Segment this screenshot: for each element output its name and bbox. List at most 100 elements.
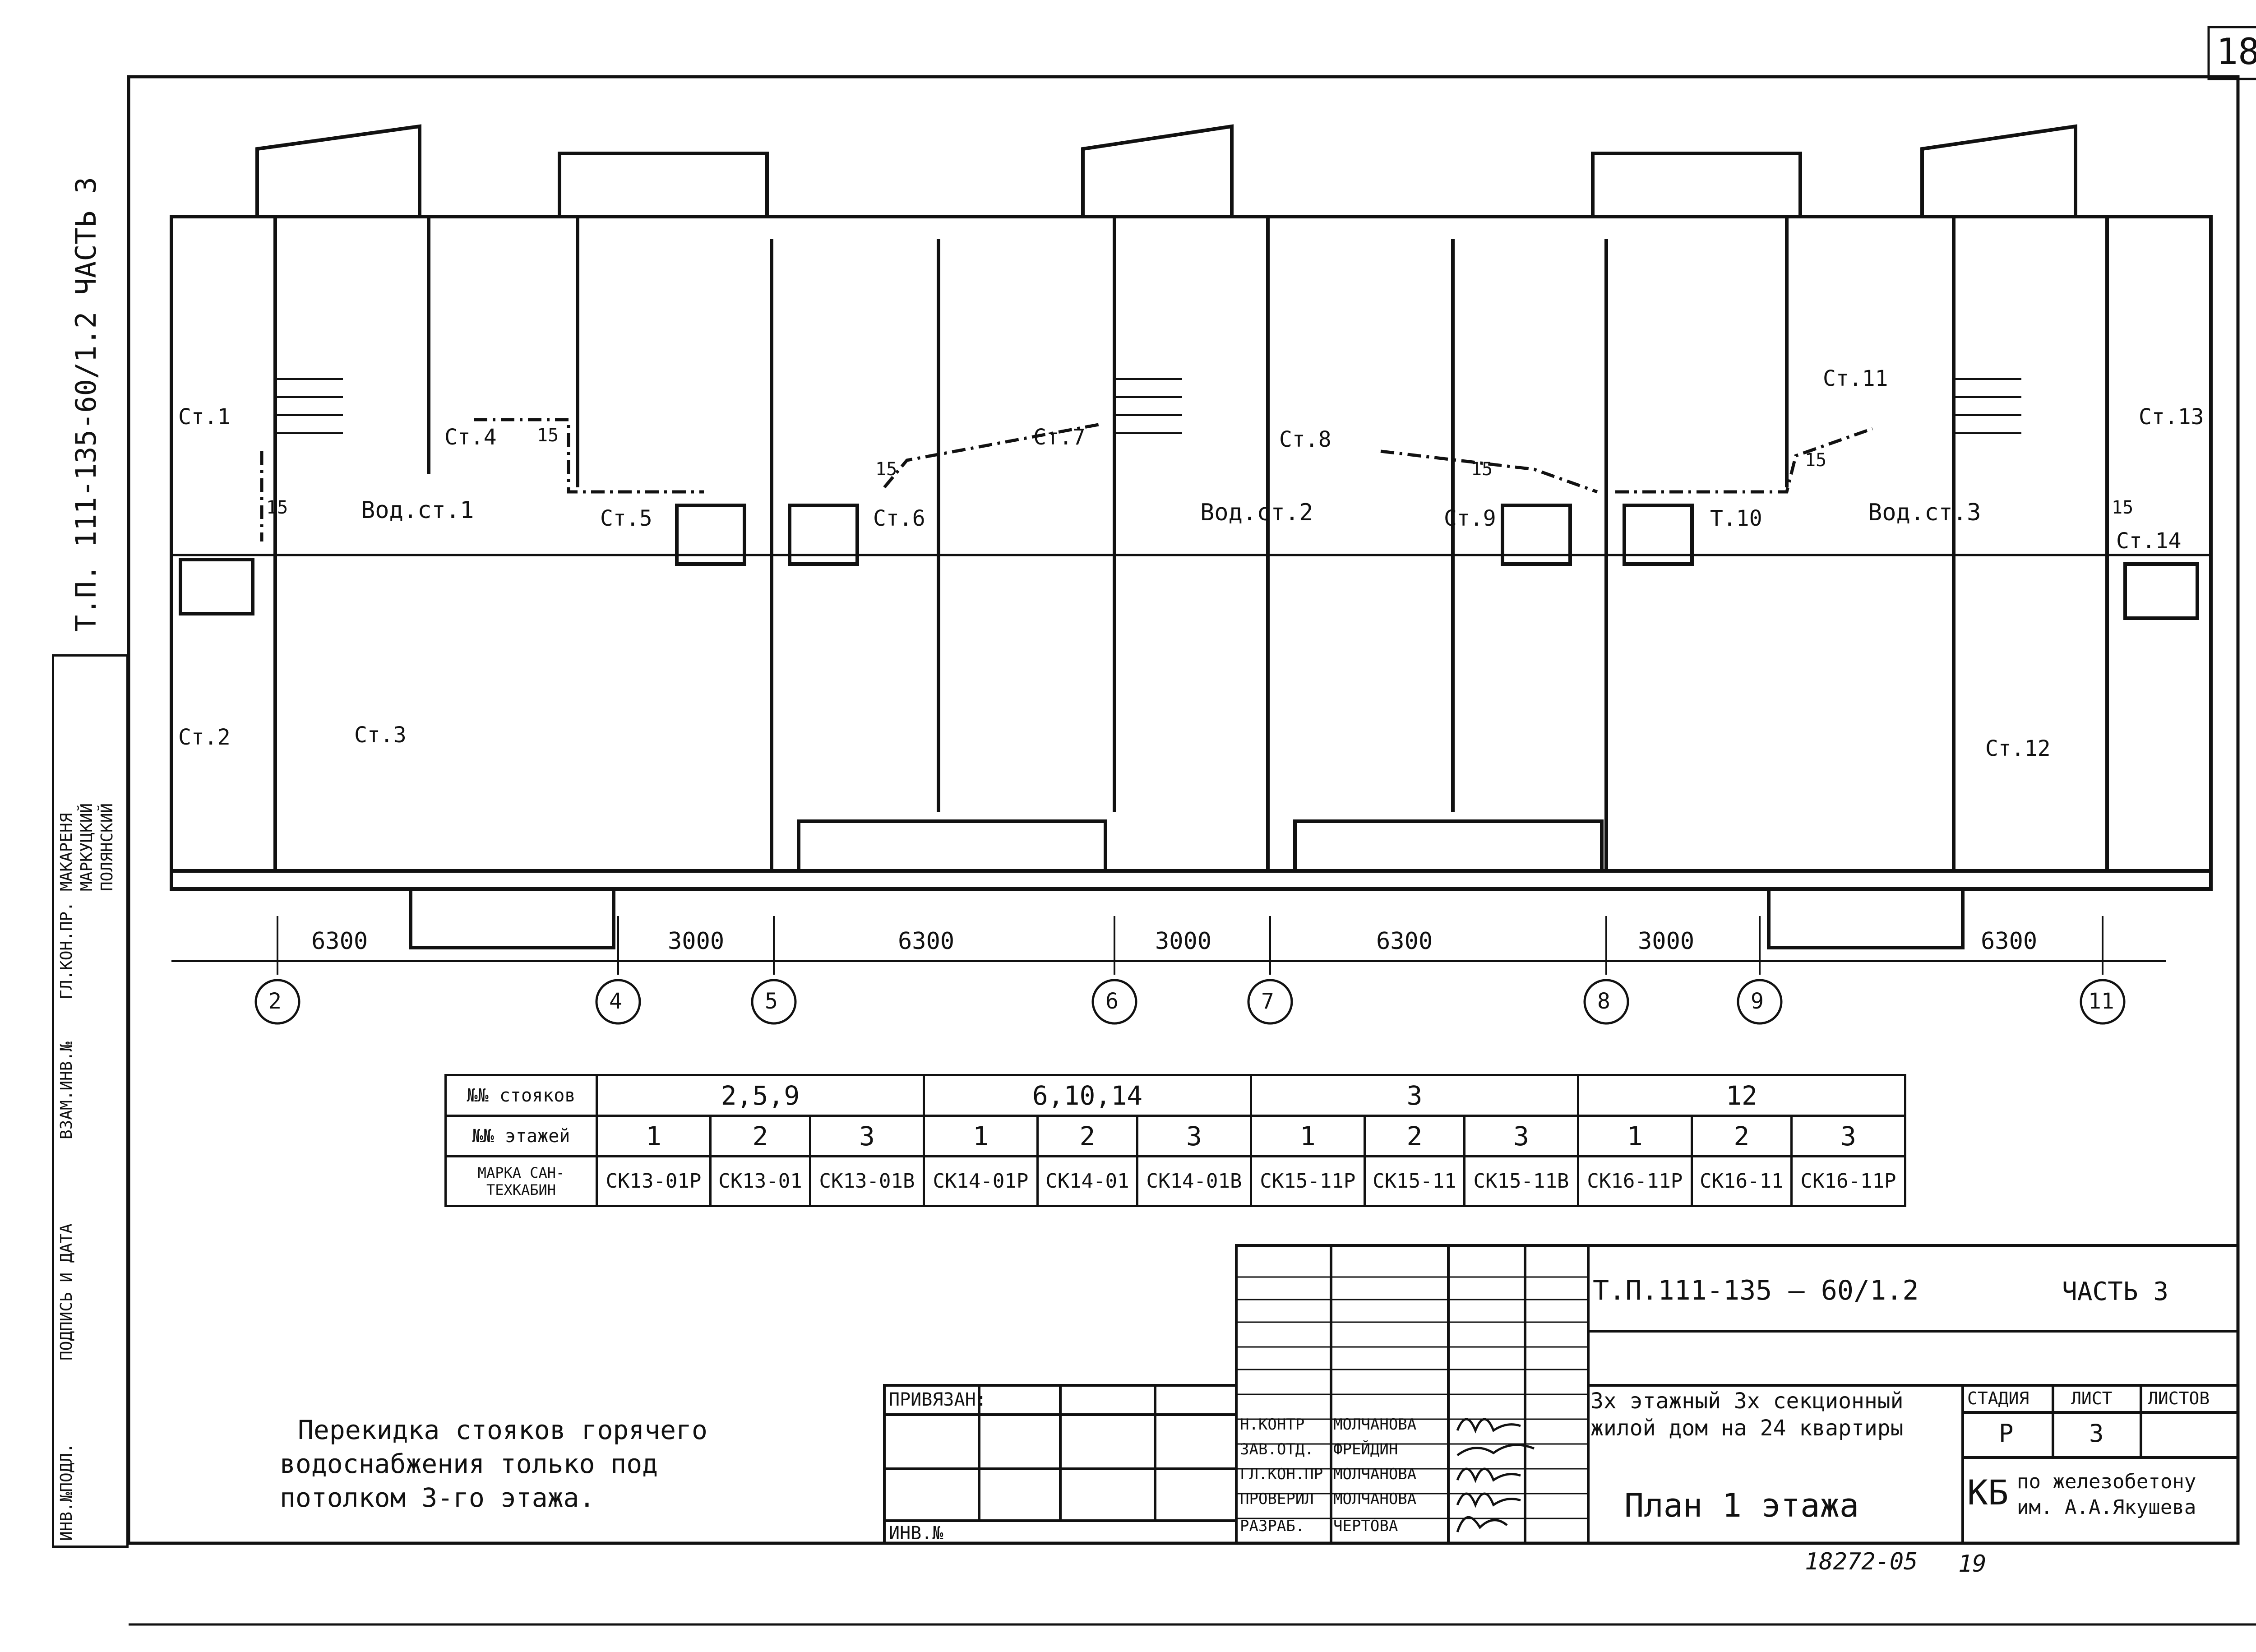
dimension: 6300 xyxy=(898,928,955,955)
axis-label: 2 xyxy=(268,989,282,1014)
note-line: водоснабжения только под xyxy=(280,1448,658,1479)
person-role: Н.КОНТР xyxy=(1240,1416,1305,1434)
axis-label: 9 xyxy=(1751,989,1764,1014)
mark-cell: СК14-01В xyxy=(1136,1155,1252,1207)
title-code: Т.П.111-135 — 60/1.2 xyxy=(1593,1275,1919,1306)
org-name: по железобетону им. А.А.Якушева xyxy=(2017,1470,2196,1519)
title-part: ЧАСТЬ 3 xyxy=(2062,1277,2169,1306)
dimension: 6300 xyxy=(1376,928,1433,955)
floor-cell: 1 xyxy=(922,1115,1039,1157)
pipe-mark: 15 xyxy=(2112,497,2134,518)
riser-label: Ст.1 xyxy=(178,404,231,430)
riser-label: Ст.6 xyxy=(873,506,925,531)
stage-header: СТАДИЯ xyxy=(1967,1388,2029,1408)
risers-cell: 3 xyxy=(1249,1074,1579,1117)
person-name: МОЛЧАНОВА xyxy=(1333,1490,1417,1508)
inv-label: ИНВ.№ xyxy=(889,1523,943,1544)
riser-label: Т.10 xyxy=(1710,506,1762,531)
riser-label: Ст.14 xyxy=(2116,528,2182,554)
floor-cell: 2 xyxy=(709,1115,812,1157)
dimension: 6300 xyxy=(311,928,368,955)
spec-table: №№ стояков 2,5,9 6,10,14 3 12 №№ этажей … xyxy=(444,1074,1907,1207)
floor-cell: 2 xyxy=(1036,1115,1139,1157)
axis-label: 5 xyxy=(765,989,778,1014)
riser-label: Ст.13 xyxy=(2139,404,2204,430)
mark-cell: СК13-01В xyxy=(809,1155,925,1207)
dimension: 3000 xyxy=(1638,928,1695,955)
mark-cell: СК13-01 xyxy=(709,1155,812,1207)
pipe-mark: 15 xyxy=(537,425,559,446)
floor-cell: 3 xyxy=(1790,1115,1907,1157)
floor-cell: 3 xyxy=(1463,1115,1579,1157)
floor-cell: 2 xyxy=(1363,1115,1466,1157)
row-header: №№ стояков xyxy=(444,1074,598,1117)
axis-label: 6 xyxy=(1105,989,1119,1014)
riser-label: Ст.8 xyxy=(1279,427,1331,452)
row-header: №№ этажей xyxy=(444,1115,598,1157)
lists-header: ЛИСТОВ xyxy=(2148,1388,2210,1408)
person-name: ФРЕЙДИН xyxy=(1333,1440,1398,1458)
floor-cell: 1 xyxy=(1576,1115,1693,1157)
person-role: ЗАВ.ОТД. xyxy=(1240,1440,1314,1458)
mark-cell: СК14-01 xyxy=(1036,1155,1139,1207)
water-riser-label: Вод.ст.2 xyxy=(1200,499,1313,526)
mark-cell: СК16-11 xyxy=(1690,1155,1793,1207)
floor-cell: 1 xyxy=(1249,1115,1366,1157)
person-name: ЧЕРТОВА xyxy=(1333,1517,1398,1535)
note-line: Перекидка стояков горячего xyxy=(298,1415,707,1445)
riser-label: Ст.12 xyxy=(1985,736,2051,761)
person-role: РАЗРАБ. xyxy=(1240,1517,1305,1535)
mark-cell: СК15-11Р xyxy=(1249,1155,1366,1207)
riser-label: Ст.5 xyxy=(600,506,652,531)
dimension: 3000 xyxy=(1155,928,1212,955)
pipe-mark: 15 xyxy=(1805,450,1827,471)
mark-cell: СК16-11Р xyxy=(1576,1155,1693,1207)
mark-cell: СК15-11В xyxy=(1463,1155,1579,1207)
axis-label: 8 xyxy=(1597,989,1610,1014)
bottom-page: 19 xyxy=(1958,1550,1987,1578)
person-role: ГЛ.КОН.ПР xyxy=(1240,1465,1323,1483)
risers-cell: 2,5,9 xyxy=(596,1074,925,1117)
floor-cell: 3 xyxy=(809,1115,925,1157)
privyazan-label: ПРИВЯЗАН: xyxy=(889,1389,987,1410)
list-header: ЛИСТ xyxy=(2071,1388,2113,1408)
floor-cell: 2 xyxy=(1690,1115,1793,1157)
project-title: 3х этажный 3х секционный жилой дом на 24… xyxy=(1590,1388,1904,1441)
sheet-name: План 1 этажа xyxy=(1624,1486,1859,1524)
floor-cell: 1 xyxy=(596,1115,712,1157)
org-mark: КБ xyxy=(1967,1472,2009,1513)
riser-label: Ст.11 xyxy=(1823,366,1888,391)
person-name: МОЛЧАНОВА xyxy=(1333,1465,1417,1483)
sheet-number: 18 xyxy=(2216,31,2256,73)
axis-label: 11 xyxy=(2088,989,2114,1014)
axis-label: 7 xyxy=(1261,989,1274,1014)
pipe-mark: 15 xyxy=(266,497,288,518)
risers-cell: 6,10,14 xyxy=(922,1074,1252,1117)
riser-label: Ст.7 xyxy=(1033,425,1086,450)
person-role: ПРОВЕРИЛ xyxy=(1240,1490,1314,1508)
pipe-mark: 15 xyxy=(1471,459,1493,480)
mark-cell: СК13-01Р xyxy=(596,1155,712,1207)
risers-cell: 12 xyxy=(1576,1074,1907,1117)
axis-label: 4 xyxy=(609,989,622,1014)
dimension: 6300 xyxy=(1981,928,2038,955)
pipe-mark: 15 xyxy=(875,459,897,480)
mark-cell: СК15-11 xyxy=(1363,1155,1466,1207)
person-name: МОЛЧАНОВА xyxy=(1333,1416,1417,1434)
left-margin-stamp: ИНВ.№ПОДЛ. ПОДПИСЬ И ДАТА ВЗАМ.ИНВ.№ ГЛ.… xyxy=(52,654,129,1548)
bottom-code: 18272-05 xyxy=(1805,1548,1918,1575)
riser-label: Ст.9 xyxy=(1444,506,1496,531)
row-header: МАРКА САН-ТЕХКАБИН xyxy=(444,1155,598,1207)
riser-label: Ст.4 xyxy=(444,425,497,450)
water-riser-label: Вод.ст.3 xyxy=(1868,499,1981,526)
riser-label: Ст.2 xyxy=(178,725,231,750)
dimension: 3000 xyxy=(668,928,725,955)
note-line: потолком 3-го этажа. xyxy=(280,1482,595,1513)
mark-cell: СК16-11Р xyxy=(1790,1155,1907,1207)
stage-value: Р xyxy=(1999,1419,2014,1448)
list-value: 3 xyxy=(2089,1419,2104,1448)
riser-label: Ст.3 xyxy=(354,722,407,748)
